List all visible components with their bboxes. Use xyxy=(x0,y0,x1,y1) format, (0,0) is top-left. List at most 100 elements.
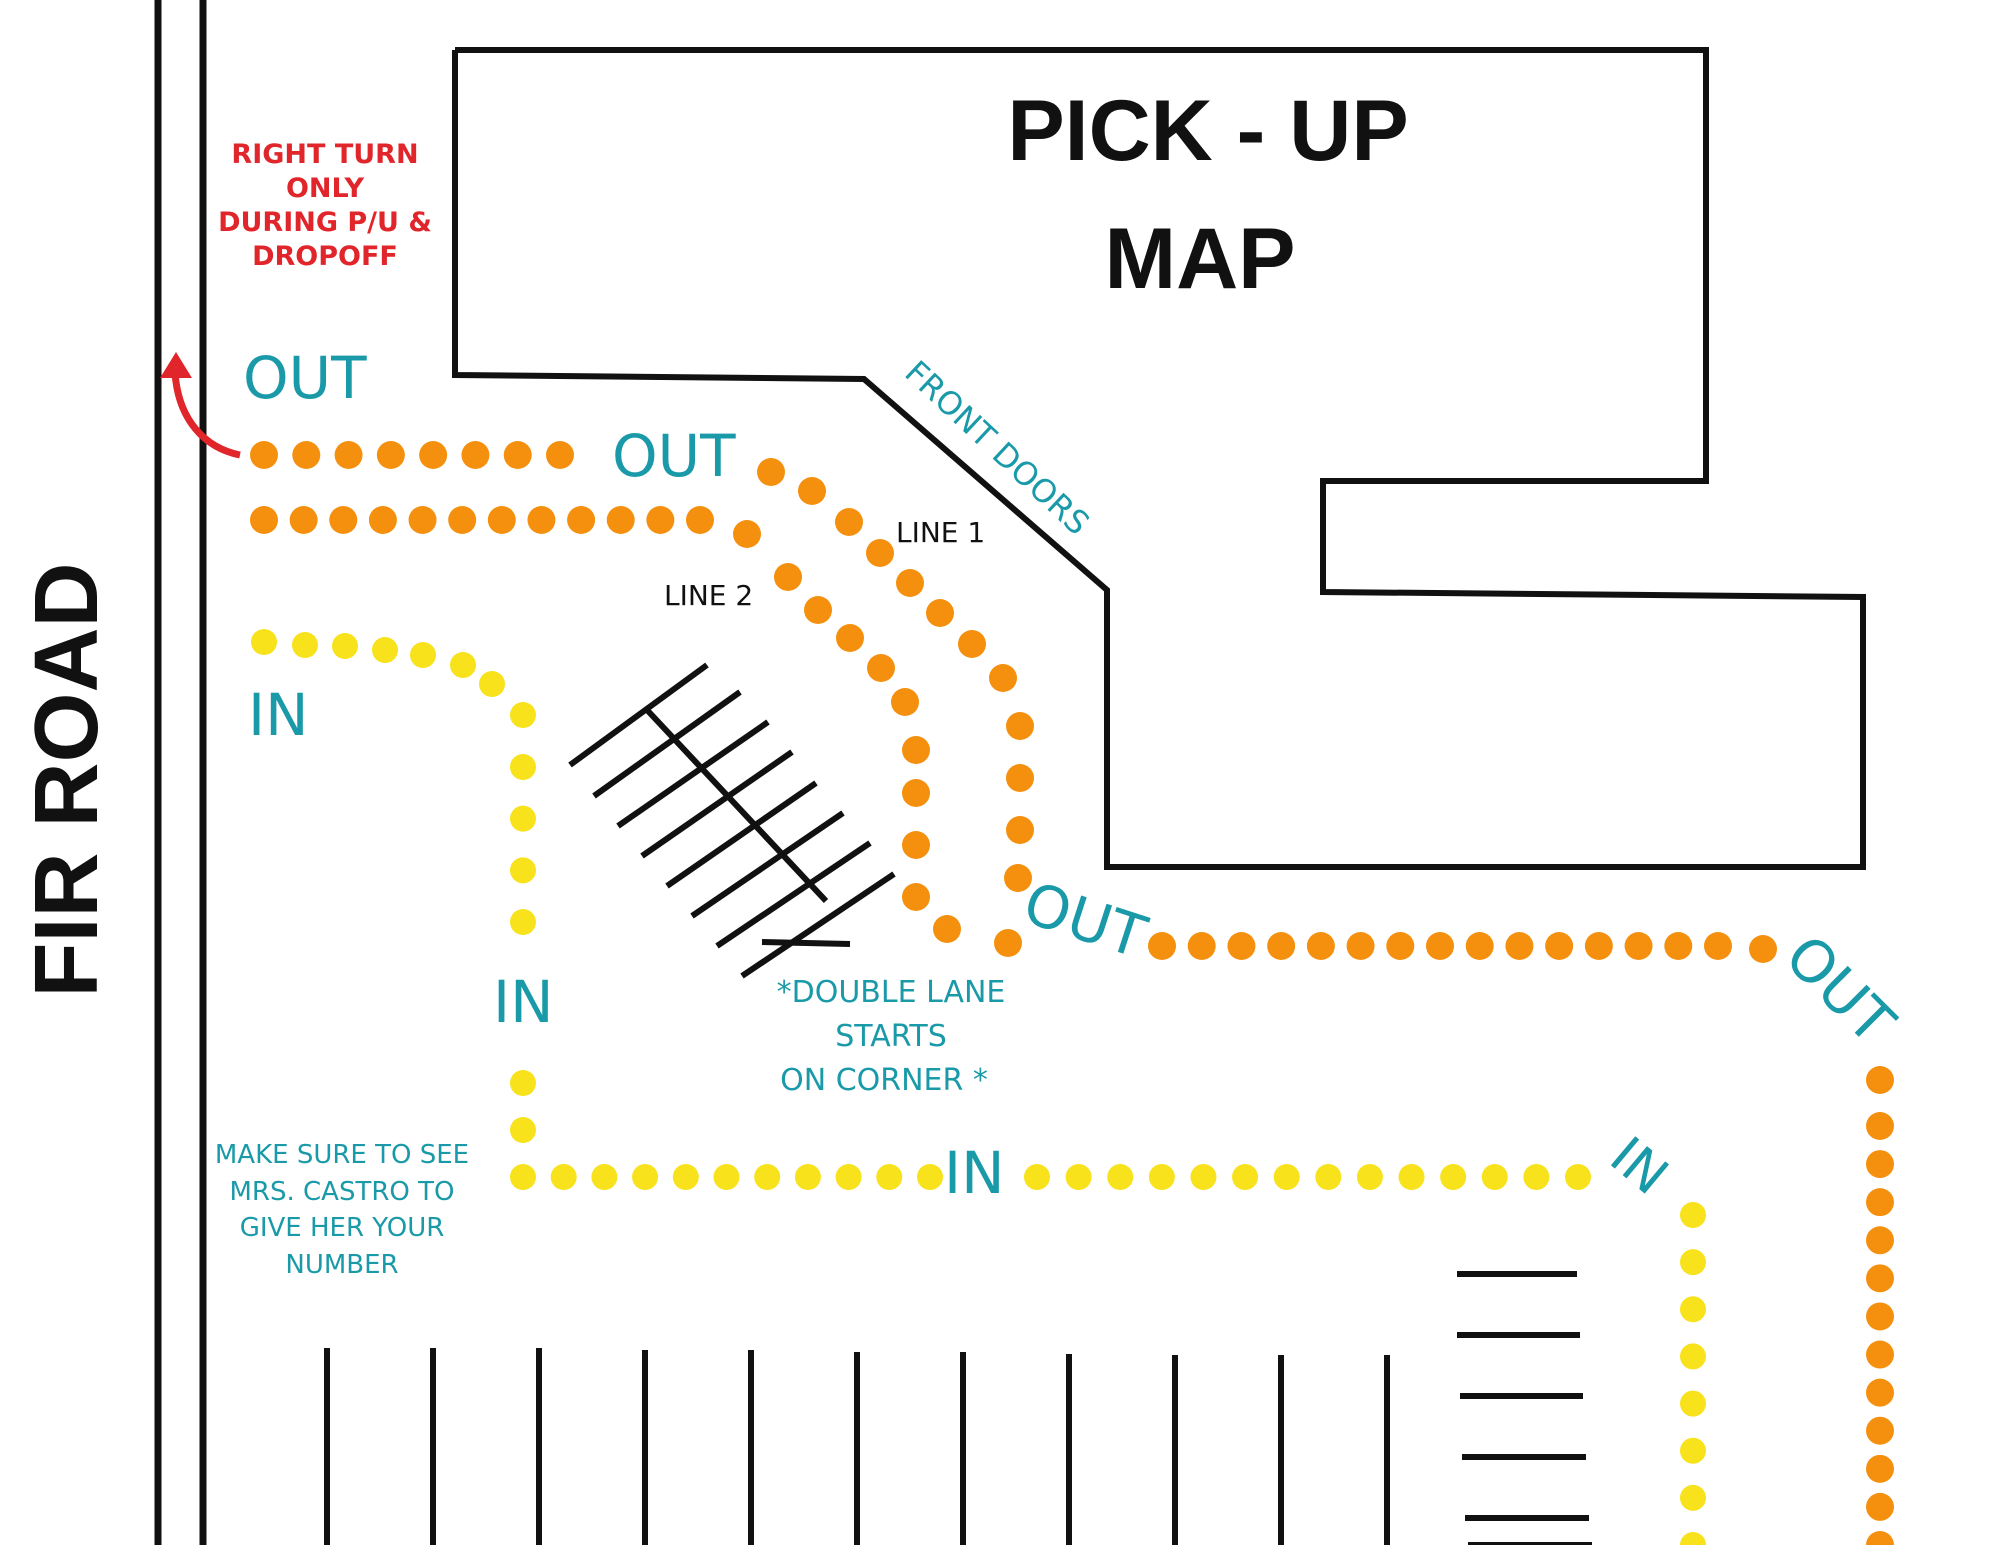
double-lane-note: *DOUBLE LANE STARTS ON CORNER * xyxy=(777,975,1006,1098)
double-lane-line-3: ON CORNER * xyxy=(780,1063,988,1098)
out-dot xyxy=(1006,764,1034,792)
in-dot xyxy=(510,857,536,884)
in-dot xyxy=(1024,1164,1050,1190)
out-dot xyxy=(1187,932,1216,960)
in-dot xyxy=(876,1164,903,1190)
in-dot xyxy=(510,1164,536,1190)
in-dot xyxy=(479,671,505,697)
in-dot xyxy=(372,637,398,663)
out-dot xyxy=(1006,816,1034,844)
out-dot xyxy=(1866,1150,1894,1179)
red-curved-arrow-icon xyxy=(160,352,241,459)
out-dot xyxy=(419,441,448,469)
warning-line-2: ONLY xyxy=(286,173,365,204)
out-dot xyxy=(733,520,761,548)
out-dot xyxy=(546,441,574,469)
road-name-label: FIR ROAD xyxy=(17,563,117,998)
out-dot xyxy=(1306,932,1335,960)
make-sure-line-2: MRS. CASTRO TO xyxy=(230,1177,455,1207)
in-label-upper: IN xyxy=(248,681,309,749)
out-dot xyxy=(1866,1112,1894,1140)
out-dot xyxy=(686,506,714,534)
out-dot xyxy=(835,508,863,536)
in-dot xyxy=(754,1164,781,1190)
in-dot xyxy=(251,629,277,655)
out-route-dots xyxy=(250,441,1894,1545)
warning-line-4: DROPOFF xyxy=(252,241,398,272)
out-dot xyxy=(1545,932,1574,960)
school-building-outline xyxy=(452,47,1866,870)
out-dot xyxy=(798,477,826,505)
out-dot xyxy=(757,458,785,486)
in-dot xyxy=(1680,1437,1706,1464)
out-dot xyxy=(989,664,1017,692)
out-dot xyxy=(1749,935,1777,963)
warning-line-1: RIGHT TURN xyxy=(231,139,418,170)
line-1-label: LINE 1 xyxy=(896,516,985,549)
out-dot xyxy=(1866,1066,1894,1094)
in-label-bottom: IN xyxy=(944,1139,1005,1207)
in-dot xyxy=(1315,1164,1342,1190)
out-dot xyxy=(1866,1416,1894,1445)
in-dot xyxy=(510,754,536,780)
in-dot xyxy=(1232,1164,1259,1190)
out-dot xyxy=(1866,1264,1894,1293)
out-dot xyxy=(334,441,363,469)
in-dot xyxy=(917,1164,943,1190)
out-dot xyxy=(1584,932,1613,960)
out-dot xyxy=(250,441,278,469)
out-dot xyxy=(1704,932,1732,960)
in-dot xyxy=(550,1164,577,1190)
in-dot xyxy=(510,1070,536,1096)
in-dot xyxy=(1065,1164,1092,1190)
in-dot xyxy=(1680,1390,1706,1417)
out-dot xyxy=(376,441,405,469)
out-dot xyxy=(933,915,961,943)
make-sure-line-4: NUMBER xyxy=(285,1250,398,1280)
in-dot xyxy=(835,1164,862,1190)
out-label-right: OUT xyxy=(1772,922,1908,1058)
out-dot xyxy=(1006,712,1034,740)
in-dot xyxy=(510,702,536,728)
out-dot xyxy=(1148,932,1176,960)
map-title-line2: MAP xyxy=(1104,211,1295,307)
out-dot xyxy=(567,506,596,534)
out-dot xyxy=(1426,932,1454,960)
out-dot xyxy=(1866,1531,1894,1545)
in-dot xyxy=(450,652,476,678)
in-dot xyxy=(410,642,436,668)
out-dot xyxy=(902,883,930,911)
out-dot xyxy=(1664,932,1693,960)
out-dot xyxy=(329,506,358,534)
in-label-middle: IN xyxy=(493,968,554,1036)
right-parking-stripes xyxy=(1457,1271,1592,1545)
in-dot xyxy=(1680,1296,1706,1323)
out-dot xyxy=(1866,1302,1894,1331)
out-dot xyxy=(1866,1226,1894,1255)
in-dot xyxy=(1680,1484,1706,1511)
in-route-dots xyxy=(251,629,1706,1545)
out-dot xyxy=(289,506,318,534)
out-dot xyxy=(1505,932,1534,960)
out-dot xyxy=(448,506,477,534)
in-dot xyxy=(1356,1164,1383,1190)
map-title-line1: PICK - UP xyxy=(1007,83,1408,179)
out-dot xyxy=(1346,932,1375,960)
in-dot xyxy=(1107,1164,1134,1190)
in-dot xyxy=(1148,1164,1175,1190)
in-dot xyxy=(1523,1164,1550,1190)
in-dot xyxy=(672,1164,699,1190)
angled-parking-stripes xyxy=(568,662,896,979)
out-label-top-left: OUT xyxy=(243,344,367,412)
out-dot xyxy=(896,569,924,597)
out-dot xyxy=(503,441,532,469)
make-sure-note: MAKE SURE TO SEE MRS. CASTRO TO GIVE HER… xyxy=(215,1140,469,1280)
in-dot xyxy=(591,1164,618,1190)
out-dot xyxy=(646,506,675,534)
bottom-parking-stripes xyxy=(324,1348,1390,1545)
in-dot xyxy=(1680,1249,1706,1276)
fir-road-lines xyxy=(154,0,207,1545)
in-dot xyxy=(1440,1164,1467,1190)
in-dot xyxy=(1680,1343,1706,1370)
